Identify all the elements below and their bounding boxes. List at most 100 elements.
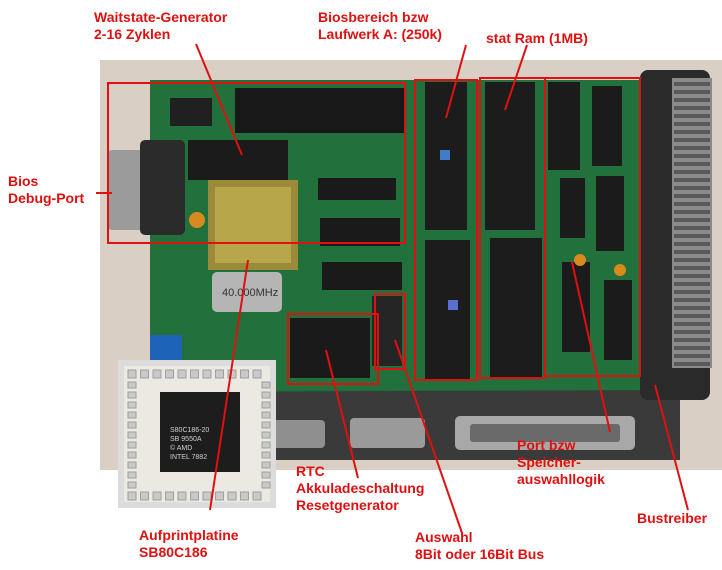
- bus-pin: [674, 346, 710, 350]
- cpu-pad: [165, 491, 174, 501]
- serial-port: [108, 140, 185, 235]
- label-aufprintplatine: Aufprintplatine SB80C186: [139, 527, 239, 560]
- label-auswahl-bus: Auswahl 8Bit oder 16Bit Bus: [415, 529, 545, 562]
- cpu-pad: [261, 411, 271, 419]
- cpu-pad: [127, 411, 137, 419]
- cpu-pad: [127, 441, 137, 449]
- bus-pin: [674, 106, 710, 110]
- bus-pin: [674, 250, 710, 254]
- cpu-pad: [261, 481, 271, 489]
- cpu-pad: [152, 369, 162, 379]
- cpu-pad: [261, 451, 271, 459]
- cpu-pad: [227, 491, 237, 501]
- bus-pin: [674, 122, 710, 126]
- bus-pin: [674, 290, 710, 294]
- biosbereich-box: [414, 79, 478, 381]
- cpu-pad: [261, 381, 271, 389]
- bus-pin: [674, 146, 710, 150]
- bus-pin: [674, 338, 710, 342]
- cpu-pad: [261, 461, 271, 469]
- cpu-pad: [177, 369, 187, 379]
- bus-pin: [674, 154, 710, 158]
- label-waitstate-generator: Waitstate-Generator 2-16 Zyklen: [94, 9, 228, 42]
- cpu-pad: [190, 369, 199, 379]
- db-connectors: [265, 416, 635, 450]
- bus-pin: [674, 314, 710, 318]
- bus-pin: [674, 194, 710, 198]
- bus-pin: [674, 298, 710, 302]
- label-bustreiber: Bustreiber: [637, 510, 708, 526]
- crystal-marking: 40.000MHz: [222, 287, 278, 299]
- label-bios-debug-port: Bios Debug-Port: [8, 173, 85, 206]
- bus-pin: [674, 306, 710, 310]
- cpu-pad: [202, 369, 212, 379]
- bus-pin: [674, 354, 710, 358]
- bus-pin: [674, 210, 710, 214]
- bus-pin: [674, 178, 710, 182]
- cpu-pad: [240, 369, 249, 379]
- bus-pin: [674, 258, 710, 262]
- bus-pin: [674, 186, 710, 190]
- cpu-pad: [140, 491, 149, 501]
- cpu-pad: [252, 369, 262, 379]
- cpu-pad: [127, 431, 137, 439]
- bus-pin: [674, 170, 710, 174]
- cpu-marking: S80C186-20 SB 9550A © AMD INTEL 7882: [170, 427, 211, 461]
- bus-pin: [674, 162, 710, 166]
- bus-pin: [674, 226, 710, 230]
- cpu-pad: [177, 491, 187, 501]
- cpu-pad: [261, 421, 271, 429]
- cpu-pad: [127, 391, 137, 399]
- bus-pin: [674, 362, 710, 366]
- cpu-pad: [140, 369, 149, 379]
- cpu-pad: [127, 451, 137, 459]
- label-port-speicherauswahllogik: Port bzw Speicher- auswahllogik: [517, 437, 605, 487]
- cpu-pad: [127, 369, 137, 379]
- cpu-pad: [261, 471, 271, 479]
- cpu-pad: [261, 401, 271, 409]
- annotation-overlay: [96, 43, 689, 534]
- bus-pin: [674, 218, 710, 222]
- cpu-pad: [240, 491, 249, 501]
- cpu-pad: [190, 491, 199, 501]
- bus-pin: [674, 242, 710, 246]
- cpu-pad: [127, 471, 137, 479]
- prototype-area: [208, 180, 298, 270]
- bus-pin: [674, 330, 710, 334]
- cpu-pad: [252, 491, 262, 501]
- cpu-pad: [261, 431, 271, 439]
- cpu-pad: [165, 369, 174, 379]
- cpu-pad: [127, 381, 137, 389]
- bus-pin: [674, 322, 710, 326]
- rtc-box: [287, 313, 379, 385]
- label-stat-ram: stat Ram (1MB): [486, 30, 588, 46]
- bus-pin: [674, 130, 710, 134]
- bus-pin: [674, 202, 710, 206]
- bus-pin: [674, 274, 710, 278]
- label-rtc: RTC Akkuladeschaltung Resetgenerator: [296, 463, 425, 513]
- crystal-oscillator: 40.000MHz: [212, 272, 282, 312]
- bustreiber-box: [544, 77, 641, 377]
- bus-pin: [674, 138, 710, 142]
- bus-pin: [674, 234, 710, 238]
- bus-pin: [674, 282, 710, 286]
- cpu-pad: [127, 401, 137, 409]
- cpu-pad: [261, 441, 271, 449]
- bus-connector: [640, 70, 712, 400]
- cpu-pad: [127, 421, 137, 429]
- cpu-pad: [215, 491, 224, 501]
- bus-pin: [674, 90, 710, 94]
- bus-pin: [674, 114, 710, 118]
- cpu-pad: [127, 461, 137, 469]
- bus-pin: [674, 98, 710, 102]
- bios-debug-box: [107, 82, 406, 244]
- label-biosbereich: Biosbereich bzw Laufwerk A: (250k): [318, 9, 442, 42]
- auswahl-box: [374, 293, 406, 370]
- cpu-pad: [152, 491, 162, 501]
- cpu-pad: [261, 391, 271, 399]
- cpu-pad: [202, 491, 212, 501]
- cpu-pad: [127, 481, 137, 489]
- cpu-pad: [127, 491, 137, 501]
